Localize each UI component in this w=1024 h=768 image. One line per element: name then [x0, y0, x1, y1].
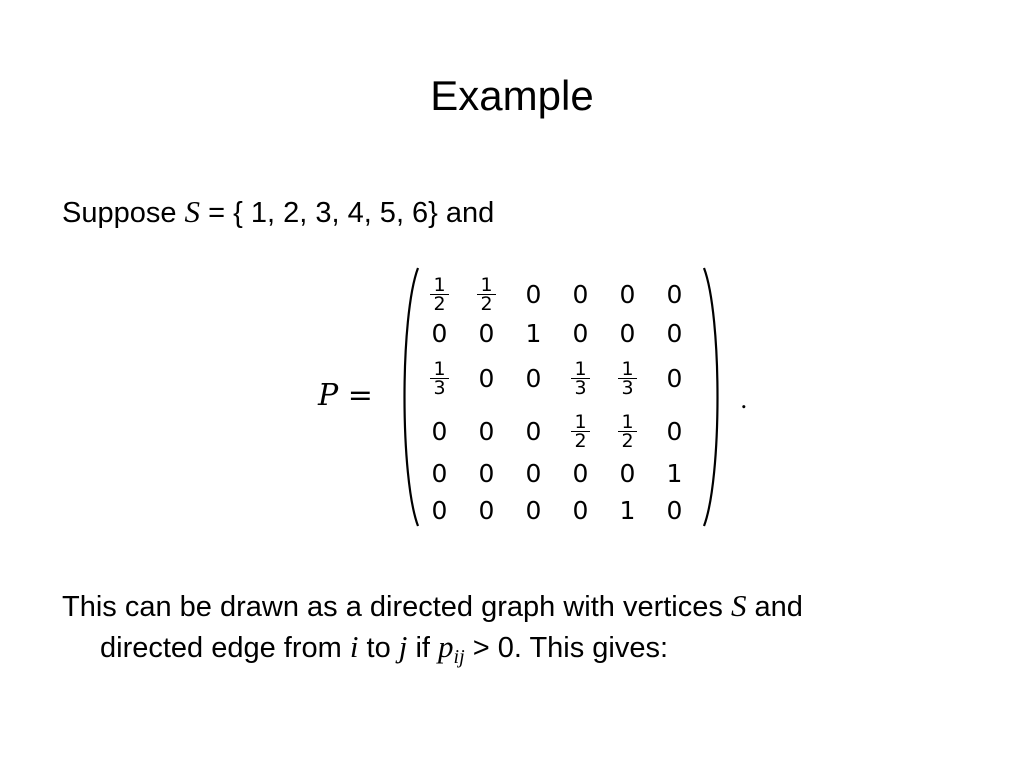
matrix-cell-r4-c2: 0 [478, 416, 495, 446]
matrix-cell-r3-c6: 0 [666, 363, 683, 393]
fraction-numerator: 1 [477, 275, 496, 295]
fraction-denominator: 3 [621, 376, 634, 399]
matrix-period: . [740, 386, 748, 414]
text-edge-from: directed edge from [100, 632, 350, 664]
math-var-s-vertices: S [730, 588, 747, 623]
fraction-numerator: 1 [430, 359, 449, 379]
matrix-cell-r3-c2: 0 [478, 363, 495, 393]
matrix-cell-r2-c5: 0 [619, 318, 636, 348]
matrix-cell-r4-c1: 0 [431, 416, 448, 446]
text-suppose: Suppose [62, 197, 185, 229]
matrix-lhs: P = [318, 372, 373, 420]
fraction-denominator: 2 [574, 429, 587, 452]
matrix-cell-r5-c1: 0 [431, 458, 448, 488]
fraction-denominator: 3 [433, 376, 446, 399]
paragraph-set-definition: Suppose S = { 1, 2, 3, 4, 5, 6} and [62, 192, 494, 233]
text-if: if [407, 632, 439, 664]
right-paren-icon [702, 267, 719, 527]
matrix-cell-r2-c6: 0 [666, 318, 683, 348]
matrix-cell-r6-c6: 0 [666, 495, 683, 525]
matrix-cell-r6-c1: 0 [431, 495, 448, 525]
matrix-cell-r1-c6: 0 [666, 279, 683, 309]
matrix-cell-r5-c3: 0 [525, 458, 542, 488]
text-line1: This can be drawn as a directed graph wi… [62, 591, 731, 623]
text-and: and [746, 591, 803, 623]
math-subscript-ij: ij [453, 646, 465, 668]
fraction-numerator: 1 [430, 275, 449, 295]
matrix-cell-r2-c4: 0 [572, 318, 589, 348]
equals-sign: = [338, 378, 373, 413]
text-line2: directed edge from i to j if pij > 0. Th… [62, 627, 803, 677]
fraction-denominator: 2 [433, 292, 446, 315]
matrix-cell-r6-c2: 0 [478, 495, 495, 525]
matrix-cell-r1-c5: 0 [619, 279, 636, 309]
math-var-s: S [184, 194, 201, 229]
fraction-denominator: 2 [621, 429, 634, 452]
fraction-numerator: 1 [618, 412, 637, 432]
text-gives: > 0. This gives: [464, 632, 669, 664]
matrix-cell-r2-c1: 0 [431, 318, 448, 348]
matrix-cell-r1-c3: 0 [525, 279, 542, 309]
fraction-denominator: 2 [480, 292, 493, 315]
matrix-cell-r4-c6: 0 [666, 416, 683, 446]
matrix-cell-r2-c2: 0 [478, 318, 495, 348]
matrix-cell-r5-c6: 1 [666, 458, 683, 488]
text-set-values: = { 1, 2, 3, 4, 5, 6} and [200, 197, 495, 229]
matrix-cell-r5-c5: 0 [619, 458, 636, 488]
matrix-cell-r1-c4: 0 [572, 279, 589, 309]
fraction-numerator: 1 [618, 359, 637, 379]
matrix-cell-r6-c3: 0 [525, 495, 542, 525]
matrix-cell-r3-c3: 0 [525, 363, 542, 393]
matrix-cell-r5-c2: 0 [478, 458, 495, 488]
matrix-cell-r6-c4: 0 [572, 495, 589, 525]
paragraph-graph-description: This can be drawn as a directed graph wi… [62, 586, 803, 677]
text-to: to [358, 632, 399, 664]
matrix-cell-r4-c3: 0 [525, 416, 542, 446]
math-var-i: i [349, 629, 359, 664]
math-var-p: P [318, 378, 339, 413]
slide-title: Example [430, 72, 594, 119]
matrix-cell-r2-c3: 1 [525, 318, 542, 348]
fraction-numerator: 1 [571, 412, 590, 432]
fraction-numerator: 1 [571, 359, 590, 379]
matrix-cell-r6-c5: 1 [619, 495, 636, 525]
math-var-j: j [398, 629, 408, 664]
math-var-p-lower: p [438, 629, 454, 664]
left-paren-icon [403, 267, 420, 527]
matrix-cell-r5-c4: 0 [572, 458, 589, 488]
fraction-denominator: 3 [574, 376, 587, 399]
